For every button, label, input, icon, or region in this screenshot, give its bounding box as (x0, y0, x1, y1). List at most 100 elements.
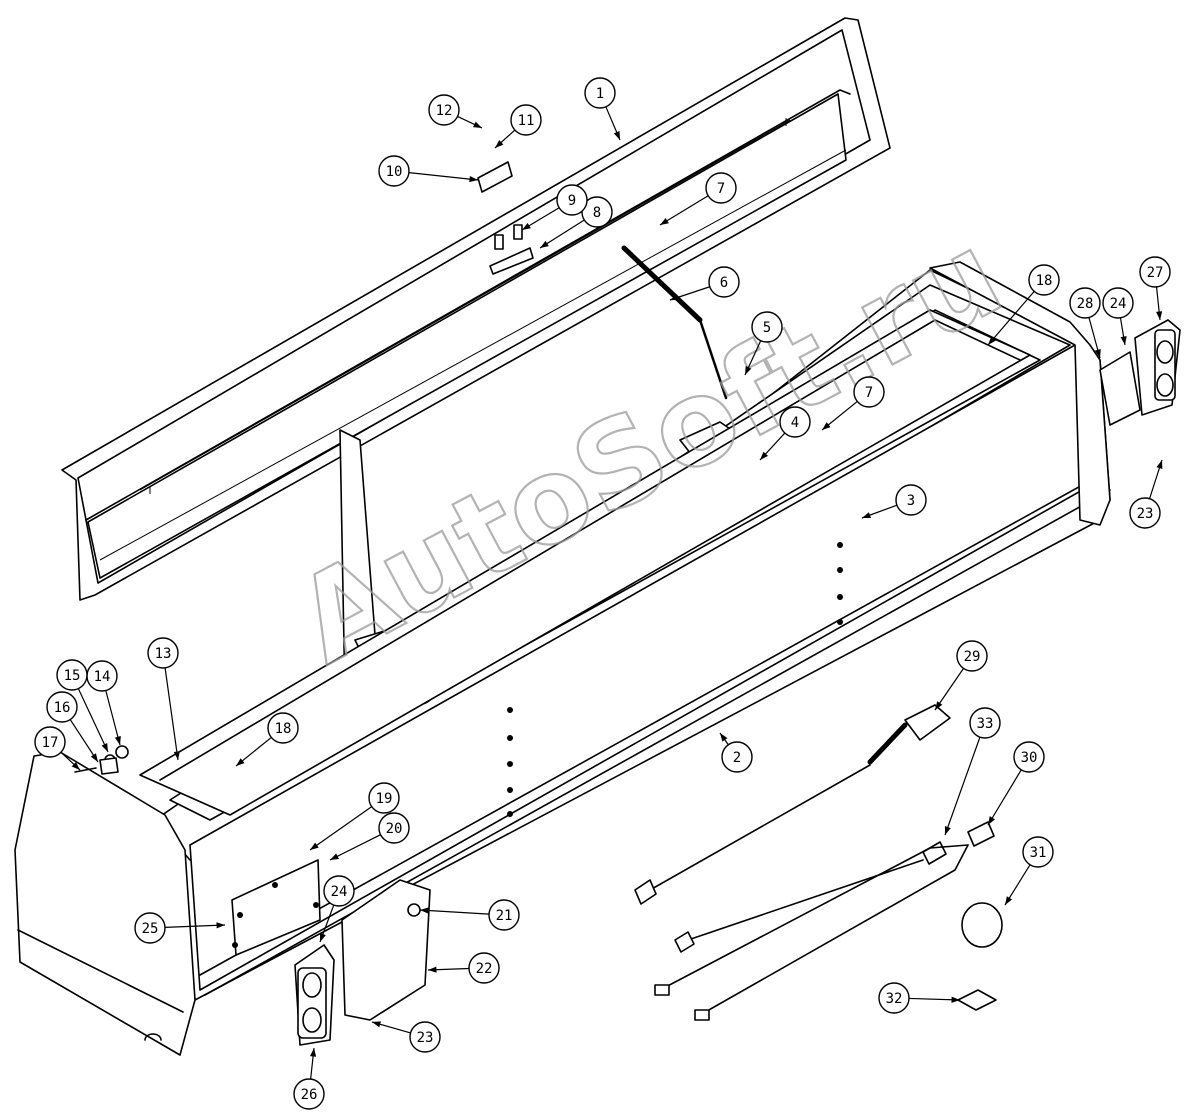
callout-number: 7 (717, 181, 725, 197)
leader-arrowhead (90, 753, 98, 762)
callout-number: 6 (720, 275, 728, 291)
callout-number: 1 (596, 86, 604, 102)
callout-24: 24 (323, 875, 355, 907)
callout-18: 18 (267, 712, 299, 744)
callout-circle (705, 172, 737, 204)
leader-arrowhead (862, 512, 871, 518)
leader-line (105, 690, 121, 746)
callout-number: 29 (964, 649, 981, 665)
callout-circle (878, 982, 910, 1014)
callout-number: 14 (94, 669, 111, 685)
callout-number: 10 (386, 164, 403, 180)
callout-number: 23 (1137, 506, 1154, 522)
callout-circle (488, 899, 520, 931)
callout-number: 8 (593, 205, 601, 221)
callout-circle (378, 812, 410, 844)
leader-line (419, 909, 490, 915)
callout-19: 19 (368, 782, 400, 814)
callout-24: 24 (1102, 287, 1134, 319)
leader-line (659, 195, 709, 226)
callout-number: 16 (54, 700, 71, 716)
callout-circle (721, 741, 753, 773)
leader-line (77, 688, 109, 753)
callout-20: 20 (378, 812, 410, 844)
callout-number: 32 (886, 991, 903, 1007)
callout-circle (510, 104, 542, 136)
callout-circle (556, 184, 588, 216)
callout-circle (293, 1078, 325, 1110)
callout-circle (56, 659, 88, 691)
leader-arrowhead (670, 294, 679, 301)
callout-2: 2 (721, 741, 753, 773)
leader-arrowhead (372, 1021, 381, 1028)
callout-number: 2 (733, 750, 741, 766)
leader-arrowhead (935, 701, 943, 710)
callout-number: 5 (763, 320, 771, 336)
callout-circle (468, 952, 500, 984)
callout-circle (323, 875, 355, 907)
callout-number: 30 (1021, 750, 1038, 766)
callout-number: 18 (275, 721, 292, 737)
callout-7: 7 (853, 376, 885, 408)
callout-23: 23 (1129, 497, 1161, 529)
callout-29: 29 (956, 640, 988, 672)
leader-line (69, 719, 99, 763)
callout-number: 25 (142, 921, 159, 937)
leader-arrowhead (540, 240, 549, 248)
callout-labels: 1234567789101112131415161718181920212223… (34, 77, 1171, 1110)
leader-line (408, 172, 479, 181)
callout-circle (853, 376, 885, 408)
callout-circle (428, 94, 460, 126)
leader-arrowhead (1120, 336, 1127, 345)
callout-number: 20 (386, 821, 403, 837)
callout-23: 23 (409, 1021, 441, 1053)
lid-assembly (61, 17, 891, 601)
latch-parts (477, 161, 534, 275)
callout-circle (1013, 741, 1045, 773)
leader-arrowhead (428, 966, 437, 973)
leader-line (539, 219, 585, 249)
callout-16: 16 (46, 691, 78, 723)
leader-arrowhead (522, 223, 531, 230)
callout-circle (267, 712, 299, 744)
leader-arrowhead (473, 121, 482, 128)
callout-11: 11 (510, 104, 542, 136)
leader-line (164, 924, 226, 928)
callout-circle (956, 640, 988, 672)
leader-arrowhead (822, 422, 831, 430)
callout-number: 9 (568, 193, 576, 209)
leader-arrowhead (216, 922, 225, 929)
leader-arrowhead (988, 336, 996, 345)
callout-number: 3 (907, 493, 915, 509)
leader-arrowhead (330, 853, 339, 860)
callout-25: 25 (134, 912, 166, 944)
body-box (14, 261, 1111, 1056)
callout-15: 15 (56, 659, 88, 691)
leader-line (908, 997, 961, 1001)
wiring-harness (634, 704, 1003, 1021)
leader-lines (60, 106, 1163, 1080)
callout-5: 5 (751, 311, 783, 343)
leader-arrowhead (1156, 460, 1163, 469)
leader-arrowhead (310, 1048, 317, 1057)
callout-circle (1028, 264, 1060, 296)
leader-arrowhead (760, 451, 768, 460)
callout-9: 9 (556, 184, 588, 216)
leader-arrowhead (1094, 349, 1101, 358)
callout-number: 15 (64, 668, 81, 684)
callout-12: 12 (428, 94, 460, 126)
leader-line (987, 290, 1035, 346)
plate-bracket (231, 859, 321, 956)
callout-10: 10 (378, 155, 410, 187)
callout-circle (1139, 256, 1171, 288)
callout-17: 17 (34, 726, 66, 758)
leader-arrowhead (420, 907, 429, 914)
callout-circle (368, 782, 400, 814)
leader-arrowhead (1156, 311, 1163, 320)
leader-arrowhead (236, 758, 245, 766)
callout-number: 27 (1147, 265, 1164, 281)
leader-arrowhead (951, 996, 960, 1003)
leader-arrowhead (310, 842, 319, 850)
leader-line (164, 667, 179, 761)
